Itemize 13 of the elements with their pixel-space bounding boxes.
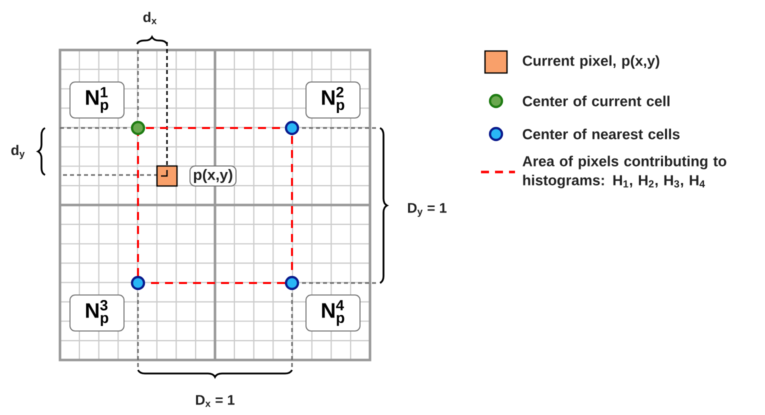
label-box: $\mathbf{N}_{\mathbf{p}}^{\mathbf{3}}$	[70, 294, 124, 332]
dimension-label: d$_{x}$	[143, 12, 157, 24]
label-box: $\mathbf{N}_{\mathbf{p}}^{\mathbf{2}}$	[306, 82, 360, 118]
legend-text: Center of current cell	[522, 96, 670, 106]
legend-text: Center of nearest cells	[522, 128, 680, 140]
dimension-label: D$_{y}$ = 1	[408, 203, 446, 217]
dimension-label: D$_{x}$ = 1	[196, 395, 234, 407]
legend-text: Area of pixels contributing to histograms: H$_{1}$, H$_{2}$, H$_{3}$, H$_{4}$	[522, 156, 726, 188]
legend-text: Current pixel, p(x,y)	[522, 55, 660, 69]
dimension-label: d$_{y}$	[11, 144, 25, 160]
label-box: $\mathbf{N}_{\mathbf{p}}^{\mathbf{4}}$	[306, 294, 360, 332]
label-box: p(x,y)	[190, 166, 236, 186]
label-box: $\mathbf{N}_{\mathbf{p}}^{\mathbf{1}}$	[70, 82, 124, 118]
